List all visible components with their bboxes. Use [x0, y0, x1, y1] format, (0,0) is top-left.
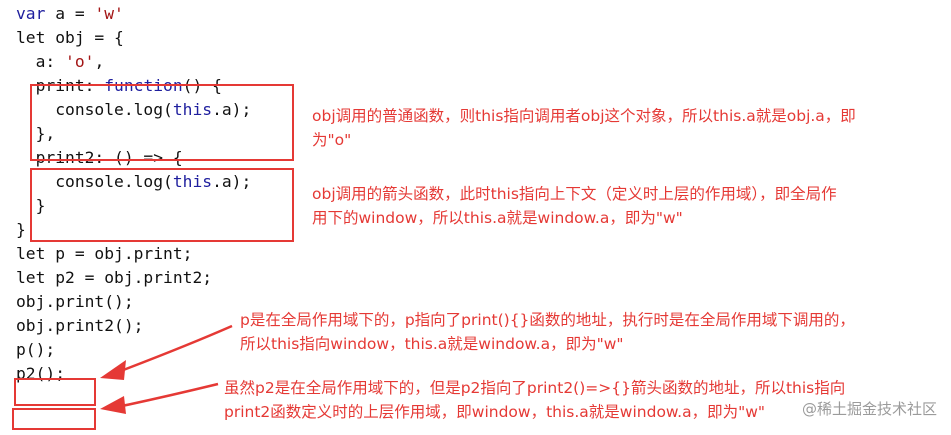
- p-call-highlight-box: [14, 378, 96, 406]
- code-keyword: this: [172, 172, 213, 191]
- code-line: let p = obj.print;: [16, 242, 192, 266]
- code-text: let obj = {: [16, 28, 124, 47]
- code-text: obj.print2();: [16, 316, 144, 335]
- p2-annotation-line-1: 虽然p2是在全局作用域下的，但是p2指向了print2()=>{}箭头函数的地址…: [224, 379, 846, 397]
- code-text: .a);: [212, 100, 252, 119]
- code-text: a =: [45, 4, 95, 23]
- code-text: }: [16, 220, 26, 239]
- code-line: }: [16, 218, 26, 242]
- p-annotation-line-2: 所以this指向window，this.a就是window.a，即为"w": [240, 335, 624, 353]
- code-text: console.log(: [16, 172, 173, 191]
- code-text: print2: () => {: [16, 148, 183, 167]
- code-line: var a = 'w': [16, 2, 124, 26]
- code-keyword: var: [16, 4, 46, 23]
- arrow-to-p2-call: [100, 382, 219, 414]
- print-annotation-line-1: obj调用的普通函数，则this指向调用者obj这个对象，所以this.a就是o…: [312, 107, 856, 125]
- code-line: p();: [16, 338, 55, 362]
- print2-annotation-line-1: obj调用的箭头函数，此时this指向上下文（定义时上层的作用域），即全局作: [312, 185, 837, 203]
- code-text: console.log(: [16, 100, 173, 119]
- print2-arrow-function-highlight-box: [30, 168, 294, 242]
- p-annotation: p是在全局作用域下的，p指向了print(){}函数的地址，执行时是在全局作用域…: [240, 308, 855, 356]
- code-text: obj.print();: [16, 292, 134, 311]
- code-text: }: [16, 196, 46, 215]
- code-text: .a);: [212, 172, 252, 191]
- print2-annotation-line-2: 用下的window，所以this.a就是window.a，即为"w": [312, 209, 683, 227]
- code-line: print2: () => {: [16, 146, 183, 170]
- arrow-to-p-call: [100, 324, 233, 380]
- code-text: ,: [94, 52, 105, 71]
- code-text: let p = obj.print;: [16, 244, 193, 263]
- code-line: a: 'o',: [16, 50, 105, 74]
- p2-annotation-line-2: print2函数定义时的上层作用域，即window，this.a就是window…: [224, 403, 766, 421]
- code-line: },: [16, 122, 56, 146]
- code-line: console.log(this.a);: [16, 98, 251, 122]
- p2-annotation: 虽然p2是在全局作用域下的，但是p2指向了print2()=>{}箭头函数的地址…: [224, 376, 845, 424]
- watermark: @稀土掘金技术社区: [801, 400, 937, 418]
- code-text: a:: [16, 52, 66, 71]
- code-text: p();: [16, 340, 56, 359]
- code-text: },: [16, 124, 56, 143]
- code-line: obj.print2();: [16, 314, 143, 338]
- code-line: let p2 = obj.print2;: [16, 266, 212, 290]
- print-annotation: obj调用的普通函数，则this指向调用者obj这个对象，所以this.a就是o…: [312, 104, 856, 152]
- p-annotation-line-1: p是在全局作用域下的，p指向了print(){}函数的地址，执行时是在全局作用域…: [240, 311, 855, 329]
- code-keyword: this: [172, 100, 213, 119]
- code-line: obj.print();: [16, 290, 134, 314]
- print2-annotation: obj调用的箭头函数，此时this指向上下文（定义时上层的作用域），即全局作 用…: [312, 182, 837, 230]
- print-function-highlight-box: [30, 84, 294, 161]
- print-annotation-line-2: 为"o": [312, 131, 352, 149]
- code-string: 'o': [65, 52, 95, 71]
- p2-call-highlight-box: [12, 408, 96, 430]
- code-line: }: [16, 194, 46, 218]
- code-line: console.log(this.a);: [16, 170, 251, 194]
- code-string: 'w': [94, 4, 124, 23]
- code-line: let obj = {: [16, 26, 124, 50]
- code-text: let p2 = obj.print2;: [16, 268, 213, 287]
